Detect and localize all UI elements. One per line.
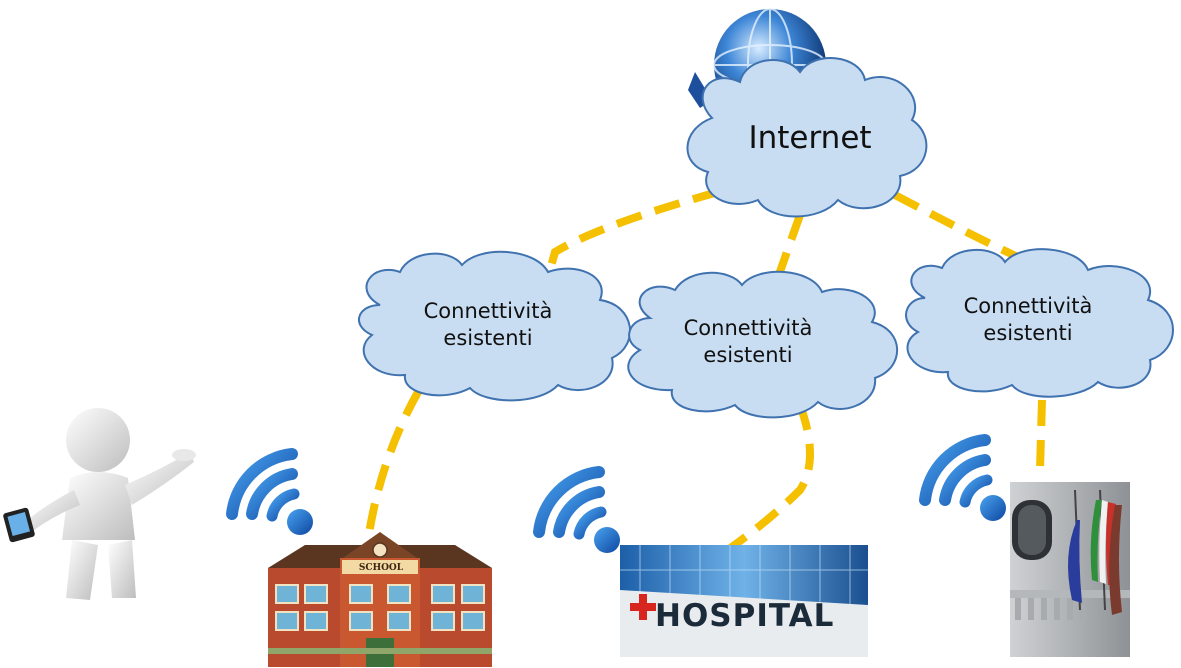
- connectivity-label-1: Connettività esistenti: [388, 298, 588, 353]
- link-internet-to-node1: [546, 188, 720, 272]
- link-node2-to-hospital: [722, 403, 814, 556]
- hospital-building-image: [620, 545, 868, 657]
- link-node3-to-palazzo: [1036, 399, 1046, 471]
- wifi-icon: [226, 448, 313, 535]
- connectivity-label-2: Connettività esistenti: [648, 315, 848, 370]
- town-hall-image: [1010, 482, 1130, 657]
- red-cross-icon: [630, 594, 656, 620]
- hospital-sign: HOSPITAL: [655, 598, 835, 634]
- connectivity-label-1-line1: Connettività: [423, 299, 553, 323]
- school-building-image: [265, 532, 495, 667]
- connectivity-label-2-line1: Connettività: [683, 316, 813, 340]
- connectivity-label-3-line2: esistenti: [983, 321, 1073, 346]
- link-internet-to-node3: [893, 191, 1044, 284]
- eu-flag-icon: [1068, 520, 1082, 603]
- connectivity-label-1-line2: esistenti: [443, 326, 533, 351]
- link-internet-to-node2: [766, 213, 804, 302]
- connectivity-cloud-2: [627, 270, 899, 419]
- school-sign: SCHOOL: [358, 563, 404, 573]
- connectivity-label-2-line2: esistenti: [703, 343, 793, 368]
- connectivity-cloud-1: [358, 250, 632, 402]
- phone-icon: [3, 507, 35, 543]
- wifi-icon: [533, 466, 620, 553]
- wifi-icon: [919, 434, 1006, 521]
- internet-cloud: [686, 57, 928, 218]
- internet-label: Internet: [748, 120, 872, 156]
- connectivity-label-3: Connettività esistenti: [928, 293, 1128, 348]
- connection-links: [364, 188, 1046, 556]
- connectivity-cloud-3: [905, 248, 1174, 398]
- person-with-phone-image: [0, 398, 200, 613]
- link-node1-to-school: [364, 390, 422, 541]
- connectivity-label-3-line1: Connettività: [963, 294, 1093, 318]
